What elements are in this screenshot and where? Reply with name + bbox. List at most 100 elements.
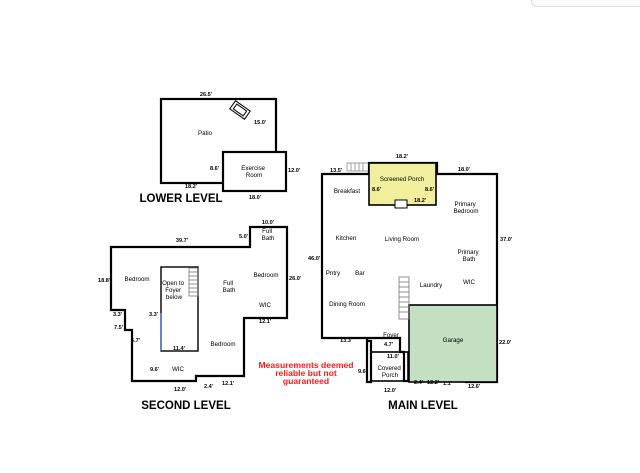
screened-porch-room: [368, 162, 437, 206]
room-garage: Garage: [443, 337, 464, 344]
measurement-notice: Measurements deemed reliable but not gua…: [258, 360, 353, 386]
dim-second-3-3-a: 3.3': [113, 312, 123, 318]
room-open-line2: Foyer: [165, 287, 181, 294]
dim-second-12-1-b: 12.1': [222, 381, 235, 387]
title-second-level: SECOND LEVEL: [141, 400, 230, 412]
dim-main-18-2-top: 18.2': [396, 154, 409, 160]
room-wic-main: WIC: [463, 279, 476, 286]
dim-second-9-6: 9.6': [150, 367, 160, 373]
dim-lower-12-0: 12.0': [288, 168, 301, 174]
dim-main-1-1: 1.1': [443, 381, 453, 387]
porch-stairs-icon: [346, 162, 370, 172]
dim-main-13-5: 13.5': [330, 168, 343, 174]
dim-second-11-4: 11.4': [173, 346, 186, 352]
dim-second-12-1-a: 12.1': [259, 319, 272, 325]
dim-lower-8-6: 8.6': [210, 166, 220, 172]
room-primary-bath-line1: Primary: [457, 249, 479, 256]
room-living-room: Living Room: [385, 236, 419, 243]
room-breakfast: Breakfast: [334, 188, 360, 195]
room-primary-bedroom: Primary Bedroom: [453, 201, 478, 215]
dim-main-11-0: 11.0': [387, 354, 400, 360]
dim-second-2-4: 2.4': [204, 384, 214, 390]
dim-second-26-0: 26.0': [289, 276, 302, 282]
room-open-line3: below: [166, 294, 183, 301]
room-full-bath-top: Full Bath: [262, 228, 275, 242]
notice-line1: Measurements deemed: [258, 360, 353, 370]
notice-line2: reliable but not: [275, 368, 337, 378]
dim-lower-15-0: 15.0': [254, 120, 267, 126]
window-corner-fragment: [531, 0, 640, 7]
second-level-plan: [109, 225, 289, 383]
room-full-bath-mid: Full Bath: [223, 280, 236, 294]
dim-main-12-6: 12.6': [468, 384, 481, 390]
room-wic-right: WIC: [259, 302, 272, 309]
room-primary-bath-line2: Bath: [463, 256, 476, 263]
exercise-room-outline: [221, 150, 288, 193]
dim-main-9-6: 9.6': [358, 369, 368, 375]
title-lower-level: LOWER LEVEL: [139, 193, 222, 205]
title-main-level: MAIN LEVEL: [388, 400, 458, 412]
dim-main-22-0: 22.0': [499, 340, 512, 346]
room-screened-porch: Screened Porch: [380, 176, 425, 183]
room-covered-porch: Covered Porch: [377, 365, 402, 379]
second-stairs-icon: [188, 267, 199, 297]
room-full-bath-mid-line1: Full: [223, 280, 233, 287]
room-primary-bath: Primary Bath: [457, 249, 480, 263]
room-patio: Patio: [198, 130, 213, 137]
dim-main-4-7: 4.7': [384, 342, 394, 348]
main-stairs-icon: [398, 276, 410, 320]
dim-main-2-4: 2.4': [414, 380, 424, 386]
room-laundry: Laundry: [420, 282, 443, 289]
dim-second-6-7: 6.7': [131, 338, 141, 344]
room-wic-bottom: WIC: [172, 366, 185, 373]
dim-main-8-6-r: 8.6': [425, 187, 435, 193]
room-bedroom-left: Bedroom: [124, 276, 149, 283]
room-covered-porch-line1: Covered: [377, 365, 401, 372]
room-primary-bedroom-line2: Bedroom: [453, 208, 478, 215]
dim-second-18-8: 18.8': [98, 278, 111, 284]
room-full-bath-top-line2: Bath: [262, 235, 275, 242]
dim-second-10-0: 10.0': [262, 220, 275, 226]
dim-second-3-3-b: 3.3': [149, 312, 159, 318]
dim-main-18-0: 18.0': [458, 167, 471, 173]
second-level-outline: [109, 225, 289, 383]
room-exercise-line1: Exercise: [241, 165, 265, 172]
main-level-plan: [320, 161, 499, 384]
open-to-foyer-outline: [160, 266, 199, 352]
room-primary-bedroom-line1: Primary: [454, 201, 476, 208]
dim-lower-18-2: 18.2': [185, 184, 198, 190]
dim-lower-18-0: 18.0': [249, 195, 262, 201]
dim-second-12-0: 12.0': [174, 387, 187, 393]
covered-porch-outline: [370, 351, 409, 382]
room-kitchen: Kitchen: [336, 235, 357, 242]
room-full-bath-mid-line2: Bath: [223, 287, 236, 294]
dim-lower-26-5: 26.5': [200, 92, 213, 98]
dim-main-37-0: 37.0': [500, 237, 513, 243]
lower-level-plan: [159, 97, 288, 193]
room-open-to-foyer: Open to Foyer below: [162, 280, 186, 301]
dim-main-12-2: 12.2': [427, 380, 440, 386]
dim-main-46-0: 46.0': [308, 256, 321, 262]
room-exercise-line2: Room: [246, 172, 263, 179]
room-covered-porch-line2: Porch: [382, 372, 399, 379]
dim-main-12-0: 12.0': [384, 388, 397, 394]
room-dining-room: Dining Room: [329, 301, 365, 308]
dim-main-8-6-l: 8.6': [372, 187, 382, 193]
dim-second-39-7: 39.7': [176, 238, 189, 244]
room-bedroom-right: Bedroom: [253, 272, 278, 279]
room-bedroom-bottom: Bedroom: [210, 341, 235, 348]
fireplace-icon: [394, 199, 408, 209]
hot-tub-icon: [229, 100, 251, 120]
dim-second-5-0: 5.0': [239, 234, 249, 240]
dim-second-7-5: 7.5': [114, 325, 124, 331]
room-open-line1: Open to: [162, 280, 185, 287]
dim-main-18-2-in: 18.2': [414, 198, 427, 204]
room-full-bath-top-line1: Full: [262, 228, 272, 235]
room-pntry: Pntry: [326, 270, 341, 277]
room-bar: Bar: [355, 270, 365, 277]
dim-main-13-3: 13.3': [340, 338, 353, 344]
room-exercise: Exercise Room: [241, 165, 266, 179]
patio-outline: [159, 97, 278, 185]
garage-room: [408, 304, 498, 383]
room-foyer: Foyer: [383, 332, 399, 339]
